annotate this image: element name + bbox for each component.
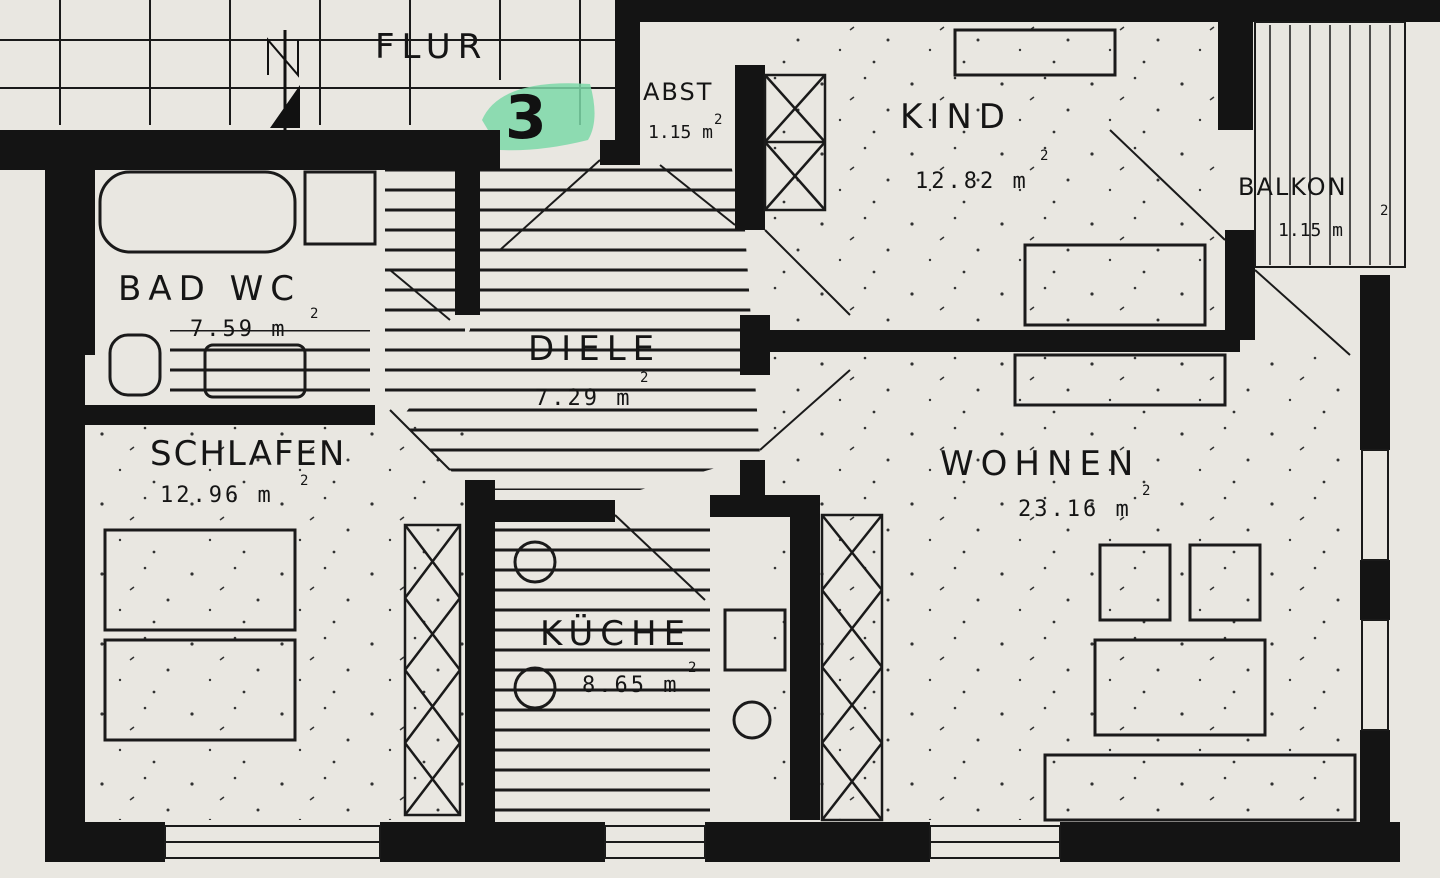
area-unit-superscript: 2: [688, 660, 696, 676]
room-area-kind: 12.82 m: [915, 169, 1029, 194]
beds: [103, 28, 1207, 742]
room-area-kuche: 8.65 m: [582, 673, 679, 698]
wardrobes: [403, 73, 884, 822]
unit-highlight: [482, 83, 595, 151]
bathroom-fixtures: [98, 170, 377, 399]
area-unit-superscript: 2: [640, 370, 648, 386]
room-name-balkon: BALKON: [1238, 173, 1348, 201]
room-area-wohnen: 23.16 m: [1018, 497, 1132, 522]
room-name-flur: FLUR: [375, 27, 488, 67]
room-name-diele: DIELE: [528, 329, 661, 369]
area-unit-superscript: 2: [714, 112, 722, 128]
room-name-kuche: KÜCHE: [540, 613, 692, 654]
area-unit-superscript: 2: [300, 473, 308, 489]
room-area-balkon: 1.15 m: [1278, 220, 1343, 241]
room-area-schlafen: 12.96 m: [160, 483, 274, 508]
room-area-bad: 7.59 m: [190, 317, 287, 342]
door-swings: [389, 129, 1351, 601]
room-name-bad: BAD WC: [118, 269, 301, 309]
room-name-schlafen: SCHLAFEN: [150, 434, 346, 474]
area-unit-superscript: 2: [1380, 203, 1388, 219]
unit-number: 3: [505, 83, 547, 153]
balcony-railing: [1269, 25, 1391, 265]
area-unit-superscript: 2: [1040, 148, 1048, 164]
tiled-floor: [170, 160, 760, 820]
corridor-area: [0, 0, 615, 125]
room-area-abst: 1.15 m: [648, 122, 713, 143]
area-unit-superscript: 2: [1142, 483, 1150, 499]
room-name-wohnen: WOHNEN: [940, 444, 1140, 484]
north-arrow-icon: [267, 30, 300, 130]
carpet-floor: [95, 25, 1360, 820]
living-furniture: [1013, 353, 1357, 822]
room-name-abst: ABST: [643, 78, 713, 106]
room-name-kind: KIND: [900, 97, 1012, 137]
room-area-diele: 7.29 m: [535, 386, 632, 411]
kitchen-fixtures: [513, 540, 787, 740]
area-unit-superscript: 2: [310, 306, 318, 322]
